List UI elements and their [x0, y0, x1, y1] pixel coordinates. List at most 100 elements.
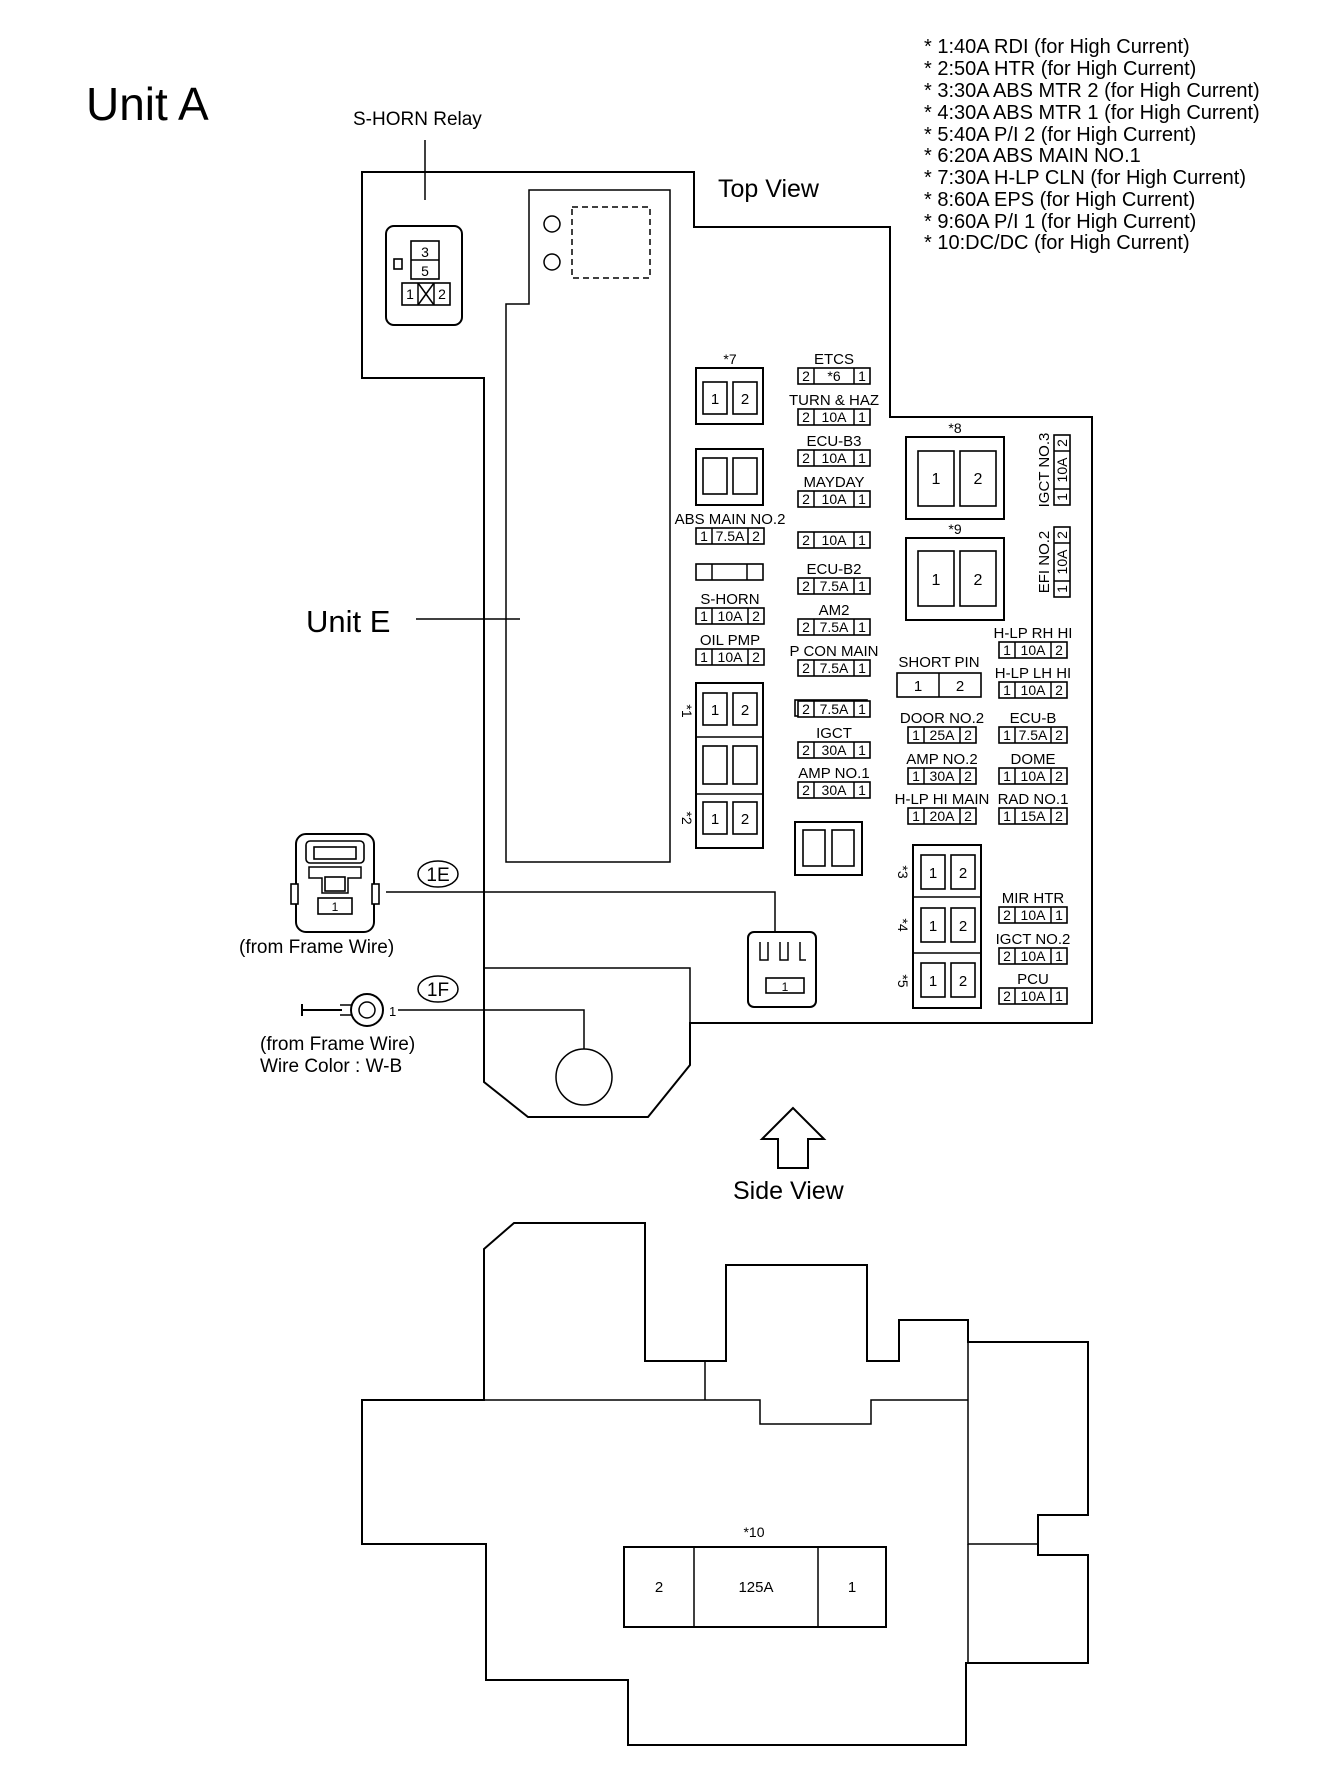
relay-pin: 1 — [406, 286, 414, 302]
mini-fuse-body — [797, 700, 871, 718]
mini-fuse-pin: 2 — [802, 701, 810, 717]
side-view-seam — [967, 1342, 1038, 1545]
mini-fuse-label: H-LP HI MAIN — [895, 791, 990, 808]
mini-fuse-label: AMP NO.1 — [798, 765, 869, 782]
mini-fuse-pin: 2 — [1055, 768, 1063, 784]
mini-fuse-pin: 1 — [1003, 682, 1011, 698]
mini-fuse-pin: 2 — [964, 808, 972, 824]
fuse-7-tag: *7 — [723, 351, 736, 367]
mini-fuse-pin: 2 — [752, 649, 760, 665]
mini-fuse-body — [998, 641, 1068, 659]
fuse-7-pin: 2 — [741, 391, 749, 408]
mini-fuse-value: 10A — [1021, 907, 1047, 923]
legend-item: * 5:40A P/I 2 (for High Current) — [924, 124, 1196, 146]
mini-fuse-body — [797, 408, 871, 426]
mini-fuse-pin: 1 — [1055, 948, 1063, 964]
mini-fuse-pin: 2 — [752, 608, 760, 624]
vertical-fuse-label: EFI NO.2 — [1036, 531, 1053, 594]
mini-fuse-value: 25A — [930, 727, 956, 743]
mini-fuse-value: 10A — [1021, 948, 1047, 964]
mini-fuse-value: 10A — [1021, 682, 1047, 698]
legend-item: * 4:30A ABS MTR 1 (for High Current) — [924, 102, 1260, 124]
connector-1e-socket: 1 — [747, 931, 817, 1008]
unit-e-hole — [543, 253, 561, 271]
vertical-fuse-value: 10A — [1054, 549, 1070, 575]
mini-fuse-value: 7.5A — [820, 701, 849, 717]
mini-fuse-pin: 2 — [802, 578, 810, 594]
mini-fuse-value: 7.5A — [716, 528, 745, 544]
mini-fuse-pin: 1 — [1055, 988, 1063, 1004]
short-pin-label: SHORT PIN — [898, 654, 979, 671]
vertical-fuse-body — [1053, 434, 1071, 506]
vertical-fuse-pin: 2 — [1054, 531, 1070, 539]
mini-fuse-value: 7.5A — [1019, 727, 1048, 743]
mini-fuse-pin: 1 — [1003, 808, 1011, 824]
connector-1e-source: (from Frame Wire) — [239, 937, 394, 958]
mini-fuse: 2 7.5A 1 — [797, 700, 871, 718]
fuse-9-tag: *9 — [948, 521, 961, 537]
mini-fuse-pin: 2 — [752, 528, 760, 544]
mini-fuse-pin: 1 — [858, 450, 866, 466]
mini-fuse-value: *6 — [827, 368, 840, 384]
fuse-1-pin: 2 — [741, 702, 749, 719]
mini-fuse-body — [797, 490, 871, 508]
legend-item: * 3:30A ABS MTR 2 (for High Current) — [924, 80, 1260, 102]
connector-1f-id: 1F — [427, 980, 449, 1001]
mini-fuse-pin: 2 — [1055, 808, 1063, 824]
connector-1e-socket-pin: 1 — [782, 980, 789, 994]
mini-fuse-body — [907, 767, 977, 785]
legend-item: * 8:60A EPS (for High Current) — [924, 189, 1195, 211]
legend-item: * 2:50A HTR (for High Current) — [924, 58, 1196, 80]
mini-fuse-value: 7.5A — [820, 619, 849, 635]
fuse-1-pin: 1 — [711, 702, 719, 719]
mini-fuse-body — [797, 367, 871, 385]
connector-1f: 1 — [301, 993, 396, 1027]
unit-e-hole — [543, 215, 561, 233]
mini-fuse-value: 30A — [930, 768, 956, 784]
connector-1e-tag — [417, 860, 459, 888]
fuse-10-pin: 2 — [655, 1579, 663, 1596]
mini-fuse-pin: 1 — [858, 701, 866, 717]
mini-fuse-pin: 1 — [858, 782, 866, 798]
mini-fuse-pin: 1 — [858, 619, 866, 635]
mini-fuse-pin: 1 — [858, 660, 866, 676]
diagram-title: Unit A — [86, 78, 209, 130]
mini-fuse-value: 10A — [822, 532, 848, 548]
connector-1f-pin: 1 — [389, 1004, 396, 1019]
vertical-fuse-value: 10A — [1054, 457, 1070, 483]
mini-fuse-value: 7.5A — [820, 578, 849, 594]
mini-fuse-label: ECU-B3 — [806, 433, 861, 450]
mini-fuse-label: AM2 — [819, 602, 850, 619]
mini-fuse-pin: 1 — [858, 532, 866, 548]
mini-fuse-pin: 2 — [802, 491, 810, 507]
mini-fuse-pin: 2 — [1055, 642, 1063, 658]
fuse-7: *7 1 2 — [695, 351, 764, 425]
mini-fuse-pin: 1 — [858, 491, 866, 507]
fuse-10-value: 125A — [738, 1579, 773, 1596]
connector-1f-tag — [417, 975, 459, 1003]
mini-fuse-pin: 1 — [858, 578, 866, 594]
mini-fuse-body — [998, 906, 1068, 924]
mini-fuse-body — [797, 449, 871, 467]
relay-pin: 5 — [421, 263, 429, 279]
mini-fuse-label: DOME — [1011, 751, 1056, 768]
mini-fuse-label: TURN & HAZ — [789, 392, 879, 409]
blank-fuse-socket — [695, 448, 764, 506]
mini-fuse-pin: 1 — [912, 768, 920, 784]
mini-fuse-label: IGCT — [816, 725, 852, 742]
mini-fuse-label: IGCT NO.2 — [996, 931, 1071, 948]
mini-fuse-value: 30A — [822, 782, 848, 798]
mini-fuse-label: P CON MAIN — [790, 643, 879, 660]
fuse-3-4-5-column: 1 2 1 2 1 2 — [912, 844, 982, 1009]
connector-1e: 1 — [290, 833, 380, 933]
blank-mini-fuse-slot — [695, 563, 764, 581]
unit-e-block — [505, 189, 671, 863]
